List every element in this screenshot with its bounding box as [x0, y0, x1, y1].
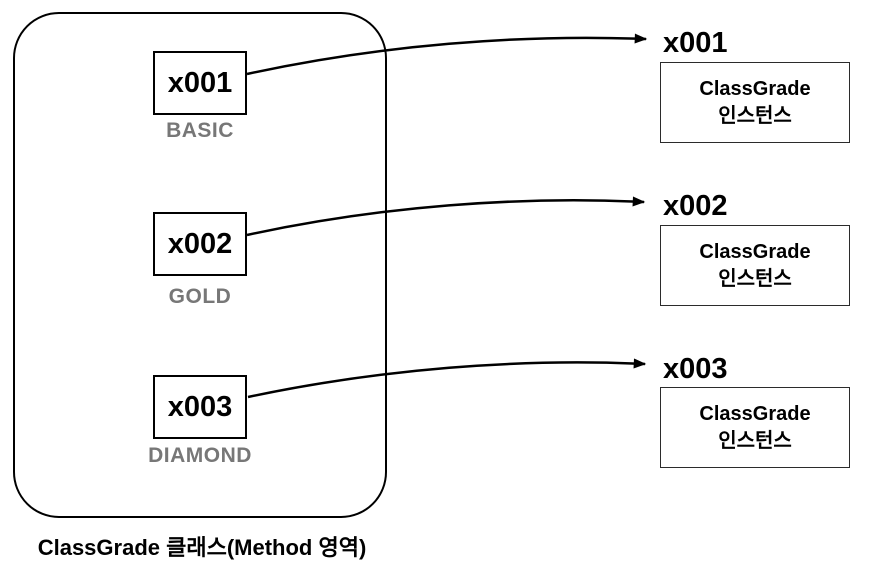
- grade-label-gold: GOLD: [168, 285, 232, 308]
- ref-box-x003: x003: [153, 375, 247, 439]
- ref-box-x002: x002: [153, 212, 247, 276]
- instance-type-label: 인스턴스: [718, 429, 792, 452]
- instance-ref-label-x003: x003: [663, 353, 728, 385]
- instance-box-x001: ClassGrade 인스턴스: [660, 62, 850, 143]
- grade-label-diamond: DIAMOND: [148, 444, 252, 467]
- instance-class-name: ClassGrade: [699, 77, 811, 100]
- instance-type-label: 인스턴스: [718, 104, 792, 127]
- instance-class-name: ClassGrade: [699, 402, 811, 425]
- instance-ref-label-x001: x001: [663, 27, 728, 59]
- class-region-caption: ClassGrade 클래스(Method 영역): [37, 535, 367, 560]
- instance-type-label: 인스턴스: [718, 267, 792, 290]
- grade-label-basic: BASIC: [166, 119, 234, 142]
- instance-ref-label-x002: x002: [663, 190, 728, 222]
- instance-box-x002: ClassGrade 인스턴스: [660, 225, 850, 306]
- instance-class-name: ClassGrade: [699, 240, 811, 263]
- ref-box-x001: x001: [153, 51, 247, 115]
- instance-box-x003: ClassGrade 인스턴스: [660, 387, 850, 468]
